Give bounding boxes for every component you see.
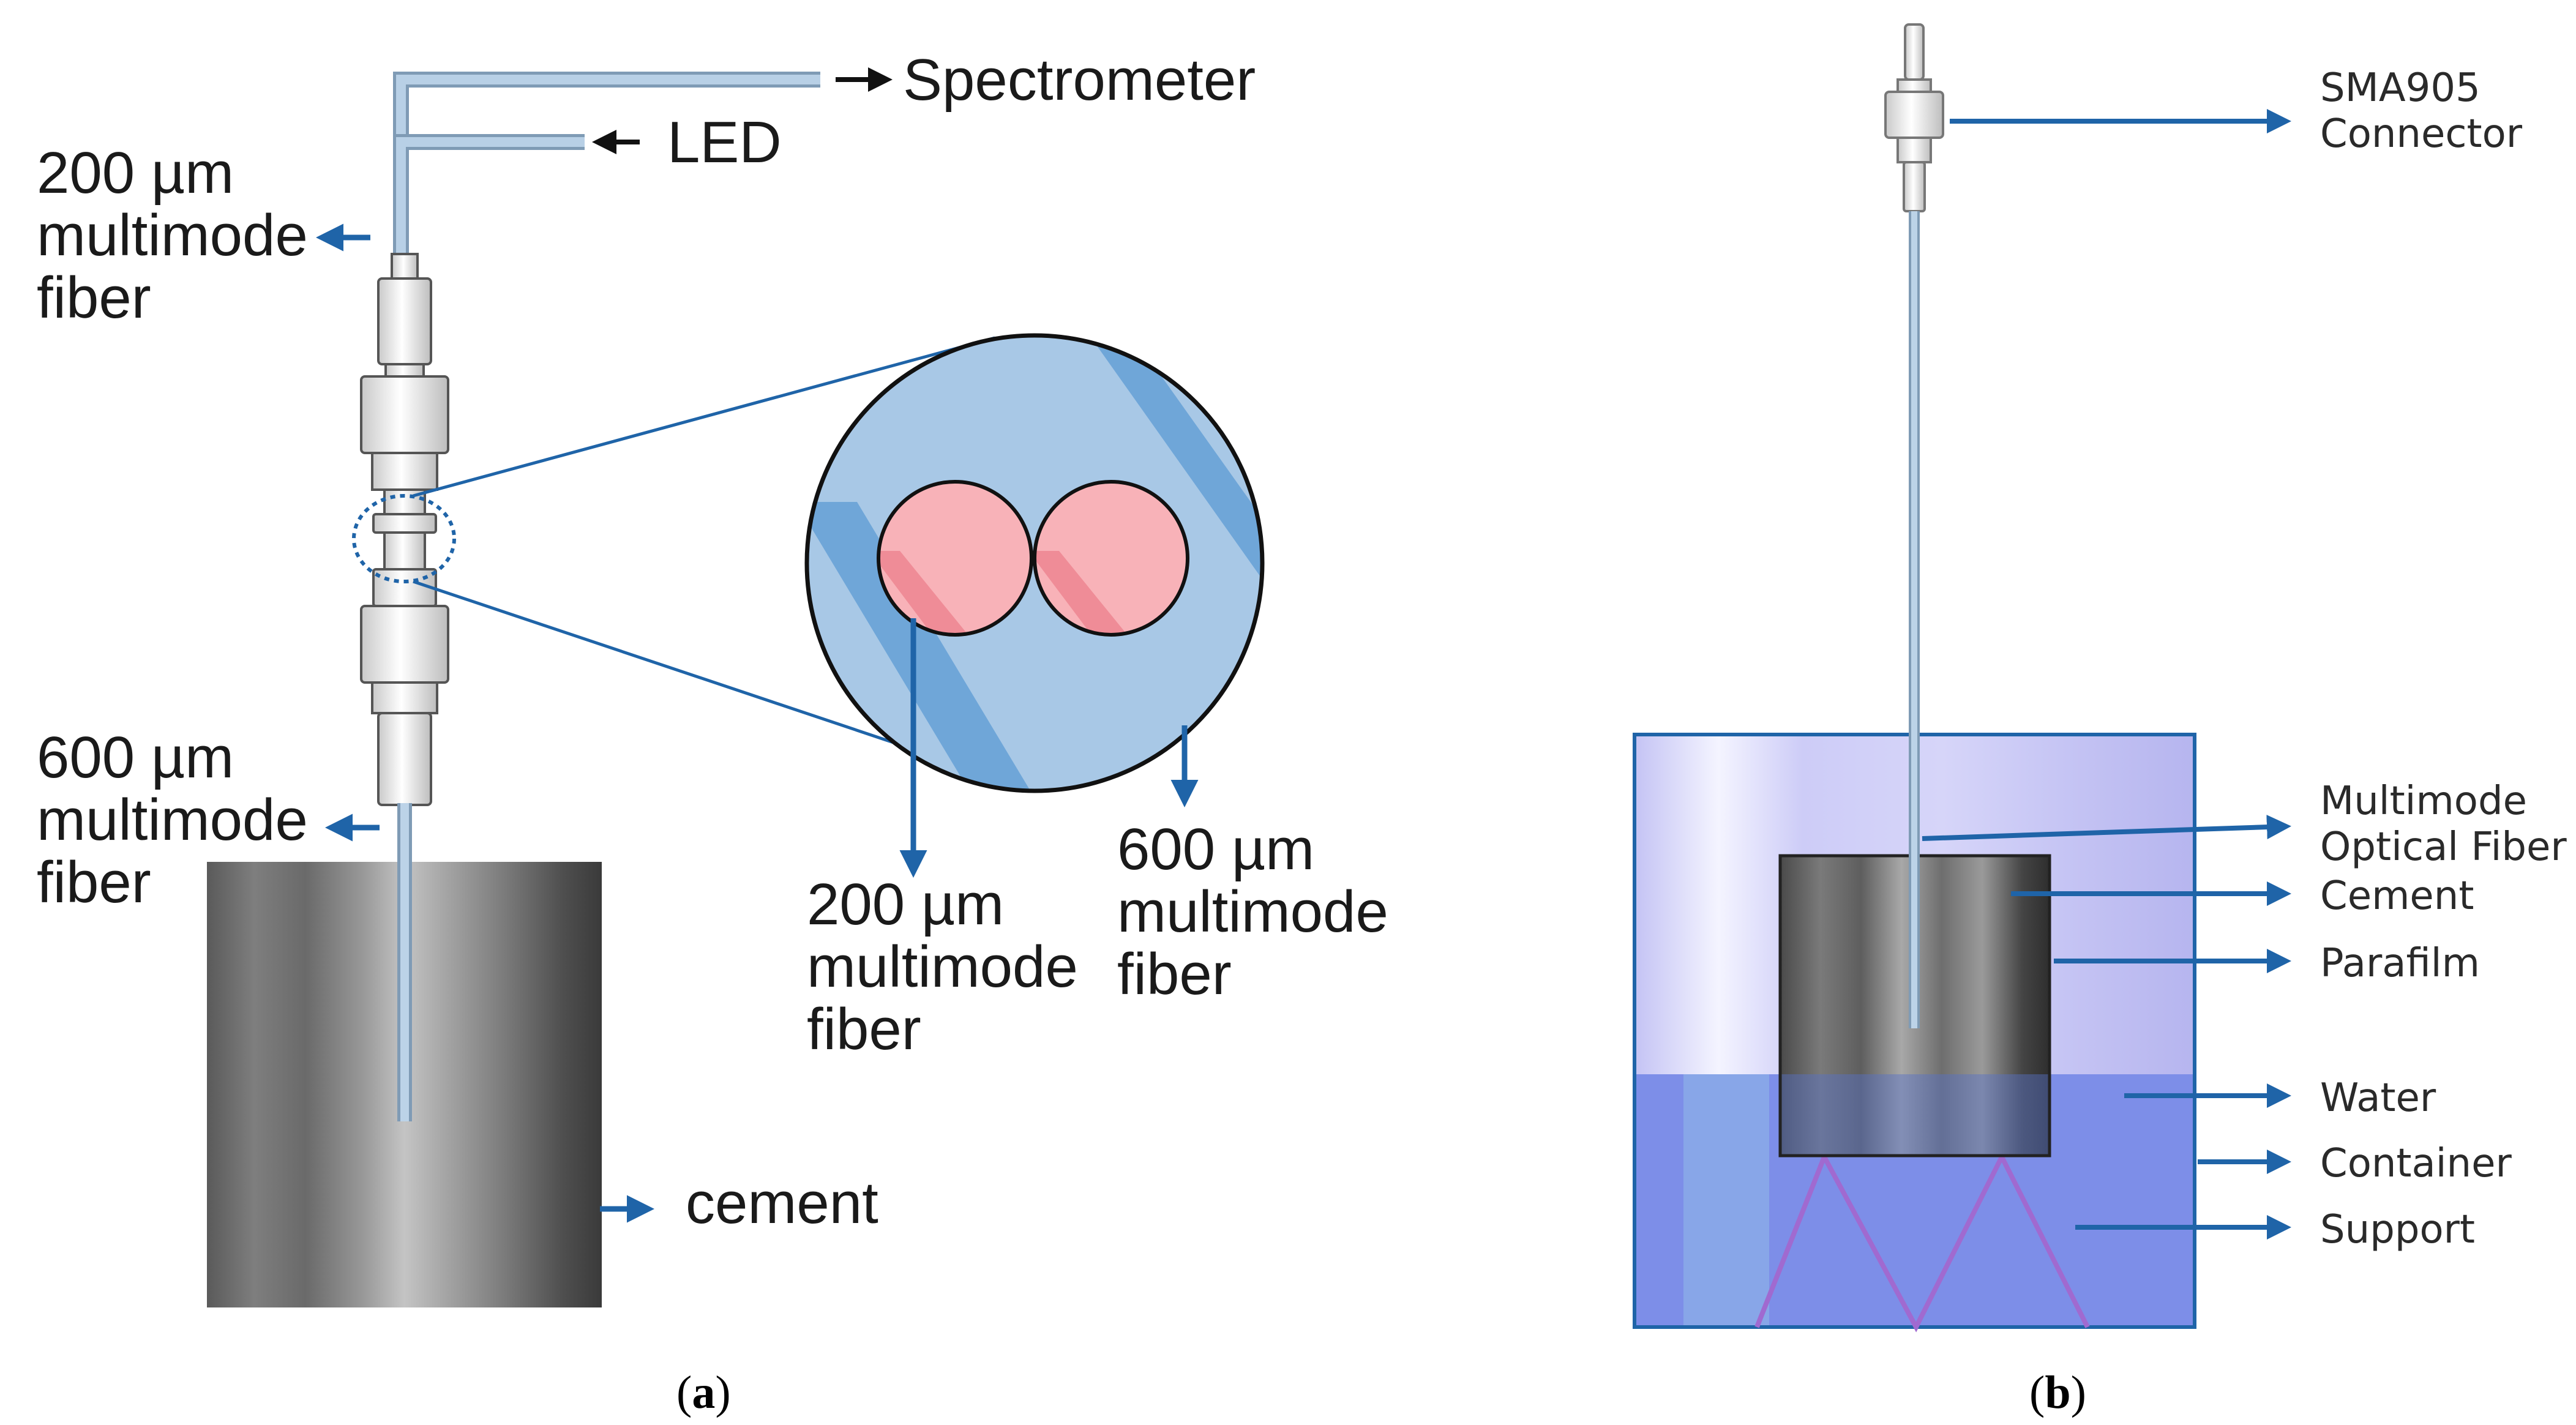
support-label: Support (2320, 1207, 2475, 1252)
fiber-to-led (393, 134, 585, 257)
zoom-200-label: 200 µm multimode fiber (807, 872, 1095, 1062)
panel-a: Spectrometer LED (37, 47, 1405, 1418)
fiber-200-label: 200 µm multimode fiber (37, 140, 324, 331)
panel-b: SMA905 Connector Multimode Optical Fiber… (1633, 23, 2567, 1418)
zoom-line-bottom (413, 580, 934, 758)
fiber-600-label: 600 µm multimode fiber (37, 725, 324, 915)
optical-fiber-arrow (1922, 815, 2291, 841)
led-label: LED (667, 110, 782, 175)
spectrometer-label: Spectrometer (903, 47, 1256, 113)
parafilm-label: Parafilm (2320, 941, 2480, 986)
zoom-600-label: 600 µm multimode fiber (1117, 817, 1405, 1007)
zoom-line-top (413, 336, 995, 498)
container-label: Container (2320, 1141, 2512, 1186)
fiber-connector-assembly (360, 253, 449, 806)
zoom-region-marker (352, 494, 456, 583)
support (1754, 1151, 2090, 1333)
cement-b-label: Cement (2320, 873, 2474, 919)
cement-label: cement (686, 1170, 878, 1236)
optical-fiber-b (1909, 211, 1920, 1028)
core-200um-right (1033, 480, 1189, 637)
core-200um-left (877, 480, 1033, 637)
probe-fiber-600 (397, 803, 412, 1121)
water-label: Water (2320, 1075, 2436, 1121)
connector-label: SMA905 Connector (2320, 65, 2523, 157)
caption-b: (b) (2029, 1367, 2086, 1418)
optical-fiber-label: Multimode Optical Fiber (2320, 779, 2567, 870)
caption-a: (a) (676, 1367, 731, 1418)
sma905-connector (1884, 23, 1944, 212)
fiber-cross-section (804, 333, 1265, 793)
